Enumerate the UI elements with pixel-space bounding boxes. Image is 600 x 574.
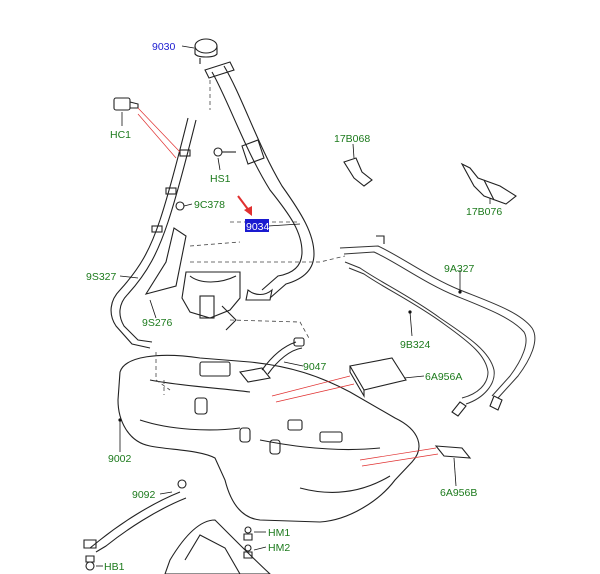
- clip-9c378: [175, 201, 185, 211]
- label-hb1[interactable]: HB1: [104, 561, 125, 573]
- label-9047[interactable]: 9047: [303, 361, 327, 373]
- assembly-dashed-lines: [155, 80, 346, 395]
- label-9034[interactable]: 9034: [246, 221, 270, 233]
- leader-lines: [96, 45, 491, 567]
- heat-shield: [164, 519, 271, 574]
- fuel-lines: [339, 235, 536, 417]
- pointer-arrow-head: [244, 206, 252, 216]
- clip-hs1: [213, 147, 236, 157]
- label-9a327[interactable]: 9A327: [444, 263, 475, 275]
- label-hm2[interactable]: HM2: [268, 542, 290, 554]
- vent-pipe: [110, 117, 197, 349]
- label-6a956b[interactable]: 6A956B: [440, 487, 477, 499]
- module-6a956a: [349, 357, 407, 399]
- label-hs1[interactable]: HS1: [210, 173, 231, 185]
- label-9s327[interactable]: 9S327: [86, 271, 117, 283]
- fasteners: [83, 526, 253, 571]
- strap-9092: [89, 479, 187, 553]
- selected-part-highlight: [237, 195, 269, 232]
- label-17b076[interactable]: 17B076: [466, 206, 502, 218]
- hose-9047: [261, 337, 305, 375]
- fuel-cap: [194, 38, 218, 64]
- connector-hc1: [113, 97, 139, 111]
- highlight-box-9034: [245, 219, 269, 232]
- label-17b068[interactable]: 17B068: [334, 133, 370, 145]
- label-9030[interactable]: 9030: [152, 41, 176, 53]
- label-9b324[interactable]: 9B324: [400, 339, 431, 351]
- label-hm1[interactable]: HM1: [268, 527, 290, 539]
- part-labels: 9030 HC1 HS1 17B068 17B076 9C378 9034 9S…: [86, 41, 502, 573]
- label-9c378[interactable]: 9C378: [194, 199, 225, 211]
- sensor-17b076: [460, 162, 517, 205]
- label-9002[interactable]: 9002: [108, 453, 132, 465]
- pad-6a956b: [434, 445, 472, 459]
- label-hc1[interactable]: HC1: [110, 129, 131, 141]
- label-6a956a[interactable]: 6A956A: [425, 371, 462, 383]
- fuel-pump-module: [144, 227, 241, 331]
- sensor-17b068: [343, 157, 373, 187]
- label-9s276[interactable]: 9S276: [142, 317, 173, 329]
- fuel-tank: [117, 354, 420, 523]
- label-9092[interactable]: 9092: [132, 489, 156, 501]
- filler-neck-pipe: [204, 61, 315, 301]
